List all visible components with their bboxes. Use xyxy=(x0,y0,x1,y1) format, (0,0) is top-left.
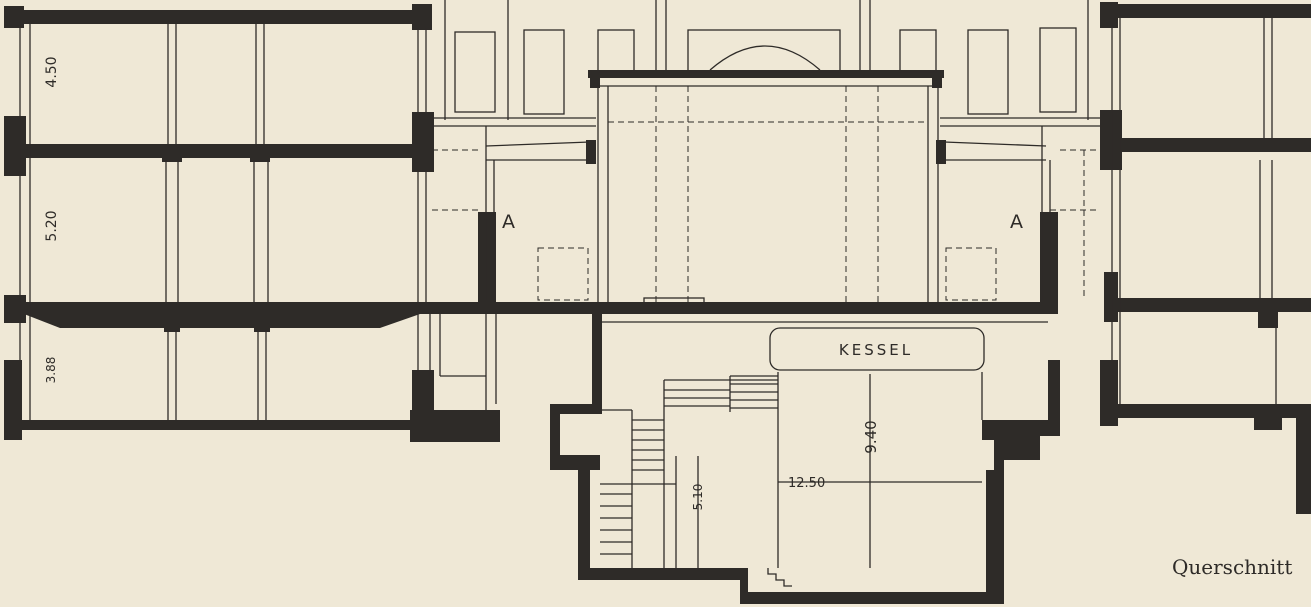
dashed-lines xyxy=(432,86,1100,302)
caption: Querschnitt xyxy=(1172,555,1292,579)
dim-stair-height: 5.10 xyxy=(691,484,705,511)
section-marker-right: A xyxy=(1010,211,1023,233)
dim-floor-lower: 3.88 xyxy=(44,357,58,384)
section-marker-left: A xyxy=(502,211,515,233)
dim-basement-width: 12.50 xyxy=(788,476,825,491)
room-label-kessel: KESSEL xyxy=(839,341,913,359)
dim-floor-middle: 5.20 xyxy=(44,210,60,241)
dim-basement-height: 9.40 xyxy=(862,420,880,453)
walls-and-slabs xyxy=(4,2,1311,604)
thin-lines xyxy=(19,0,1277,587)
dimension-labels: 4.50 5.20 3.88 9.40 12.50 5.10 xyxy=(44,56,880,510)
dim-floor-upper: 4.50 xyxy=(44,56,60,87)
